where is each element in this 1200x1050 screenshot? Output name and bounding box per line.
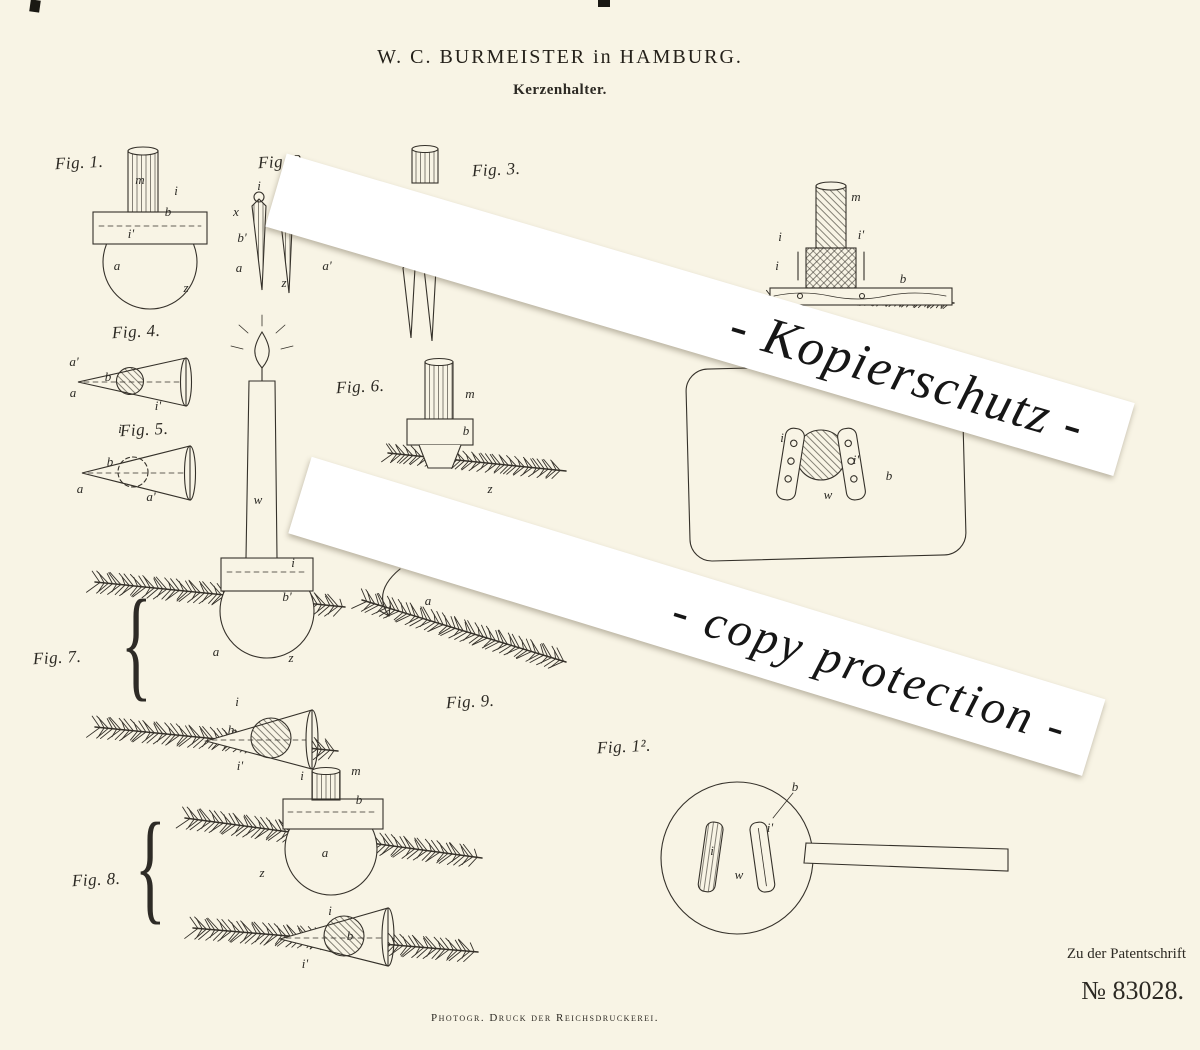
annotation-fig4: a' (69, 354, 78, 370)
annotation-fig7: b (228, 722, 235, 738)
fig6-label: Fig. 6. (336, 376, 385, 399)
fig8-label: Fig. 8. (72, 869, 121, 892)
annotation-detail_panel: b (886, 468, 893, 484)
annotation-fig2: z (281, 275, 286, 291)
annotation-fig3: m (851, 189, 860, 205)
annotation-detail_panel: i' (853, 452, 859, 468)
annotation-fig5: a' (146, 489, 155, 505)
annotation-fig2: a (236, 260, 243, 276)
annotation-fig7: w (254, 492, 263, 508)
annotation-fig7: b' (282, 589, 291, 605)
patent-number: № 83028. (1081, 976, 1184, 1006)
scan-mark (598, 0, 610, 7)
annotation-fig7: i (291, 555, 295, 571)
fig7-brace: { (121, 582, 152, 706)
annotation-fig4: b (105, 369, 112, 385)
annotation-fig3: i (778, 229, 782, 245)
annotation-fig8: a (322, 845, 329, 861)
fig8-brace: { (135, 805, 166, 929)
annotation-fig1: m (135, 172, 144, 188)
annotation-fig6: z (487, 481, 492, 497)
annotation-fig4: a (70, 385, 77, 401)
annotation-fig6: m (465, 386, 474, 402)
annotation-fig7: i' (237, 758, 243, 774)
fig7-label: Fig. 7. (33, 647, 82, 670)
annotation-fig7: z (288, 650, 293, 666)
printer-imprint: Photogr. Druck der Reichsdruckerei. (0, 1012, 1090, 1024)
annotation-fig8: i' (302, 956, 308, 972)
fig8-clamp-drawing (280, 908, 394, 966)
annotation-fig9: a (425, 593, 432, 609)
scan-mark (29, 0, 41, 13)
annotation-fig8: z (259, 865, 264, 881)
annotation-fig3: b (900, 271, 907, 287)
annotation-fig8: b (347, 928, 354, 944)
annotation-fig5: i (118, 421, 122, 437)
annotation-fig3: i (775, 258, 779, 274)
patent-subtitle: Kerzenhalter. (0, 82, 1120, 99)
annotation-fig8: i (300, 768, 304, 784)
fig10-label: Fig. 1². (597, 736, 652, 759)
annotation-detail_panel: w (824, 487, 833, 503)
fig3-drawing (770, 182, 952, 305)
annotation-fig10: b (792, 779, 799, 795)
annotation-fig1: a (114, 258, 121, 274)
fig5-label: Fig. 5. (120, 419, 169, 442)
annotation-fig8: b (356, 792, 363, 808)
annotation-fig5: b (107, 454, 114, 470)
annotation-fig2: x (233, 204, 239, 220)
fig7-candle-drawing (220, 315, 314, 658)
annotation-fig1: b (165, 204, 172, 220)
fig4-label: Fig. 4. (112, 321, 161, 344)
annotation-detail_panel: i (780, 430, 784, 446)
annotation-fig4: i' (155, 398, 161, 414)
fig9-label: Fig. 9. (446, 691, 495, 714)
annotation-fig7: i (235, 694, 239, 710)
annotation-fig8: i (328, 903, 332, 919)
fig1-label: Fig. 1. (55, 152, 104, 175)
annotation-fig1: i (174, 183, 178, 199)
fig7-clamp-drawing (206, 710, 318, 769)
annotation-fig10: i' (767, 820, 773, 836)
fig4-drawing (78, 358, 192, 406)
annotation-fig7: a (213, 644, 220, 660)
annotation-fig10: w (735, 867, 744, 883)
annotation-fig5: a (77, 481, 84, 497)
annotation-fig1: i' (128, 226, 134, 242)
annotation-fig6: b (463, 423, 470, 439)
annotation-fig8: m (351, 763, 360, 779)
annotation-fig2: a' (322, 258, 331, 274)
annotation-fig2: b' (237, 230, 246, 246)
annotation-fig3: i' (858, 227, 864, 243)
annotation-fig2: i (257, 178, 261, 194)
fig1-drawing (93, 147, 207, 309)
fig5-drawing (82, 446, 196, 500)
fig8-holder-drawing (283, 768, 383, 896)
annotation-fig10: i (710, 843, 714, 859)
annotation-fig1: z (183, 280, 188, 296)
patent-title: W. C. BURMEISTER in HAMBURG. (0, 46, 1120, 69)
patent-reference: Zu der Patentschrift (1067, 946, 1186, 963)
fig3-label: Fig. 3. (472, 159, 521, 182)
